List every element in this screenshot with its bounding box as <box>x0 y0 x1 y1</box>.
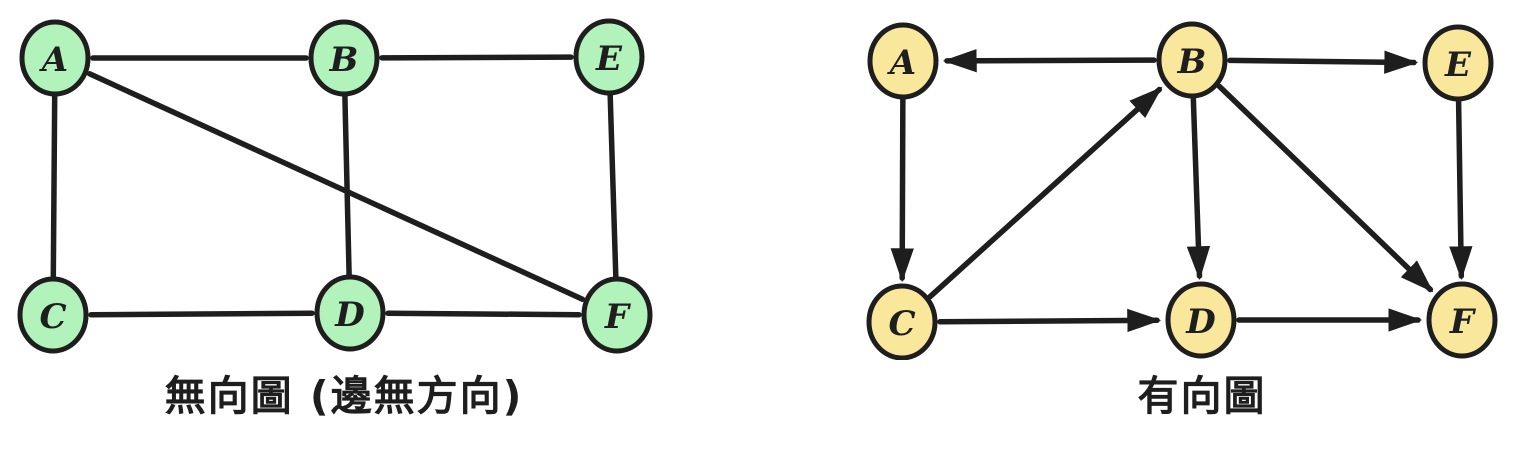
edge-C-D <box>937 308 1162 333</box>
node-C: C <box>17 276 89 354</box>
edge-C-B <box>927 86 1163 300</box>
node-label-D: D <box>334 295 365 335</box>
node-D: D <box>1165 281 1237 359</box>
node-label-A: A <box>39 40 68 80</box>
edge-C-D <box>88 310 315 318</box>
edge-B-A <box>942 49 1157 73</box>
edge-A-C <box>50 93 58 280</box>
edge-E-F <box>1449 98 1473 281</box>
node-label-E: E <box>1444 45 1472 85</box>
node-label-C: C <box>39 297 66 337</box>
edge-B-D <box>1186 95 1211 281</box>
edge-B-F <box>1216 83 1434 293</box>
node-C: C <box>866 283 938 360</box>
edge-B-E <box>1227 50 1419 74</box>
node-A: A <box>19 19 91 97</box>
node-label-B: B <box>1177 42 1207 82</box>
directed-graph: A B E C D F <box>866 21 1498 360</box>
node-D: D <box>314 274 386 352</box>
node-B: B <box>308 19 380 97</box>
node-label-D: D <box>1185 302 1216 342</box>
directed-graph-panel: A B E C D F 有向圖 <box>760 0 1517 458</box>
undirected-graph: A B E C D F <box>17 18 653 354</box>
node-label-F: F <box>1449 302 1477 342</box>
node-F: F <box>581 276 653 354</box>
node-E: E <box>573 18 645 96</box>
edge-A-C <box>890 96 914 283</box>
edge-E-F <box>607 92 619 280</box>
node-F: F <box>1426 281 1498 359</box>
node-label-F: F <box>604 297 632 337</box>
node-label-E: E <box>595 39 623 79</box>
node-E: E <box>1422 24 1494 102</box>
node-A: A <box>867 22 939 100</box>
edge-D-F <box>385 310 582 318</box>
node-B: B <box>1156 21 1228 99</box>
edge-A-F <box>86 71 586 302</box>
undirected-graph-panel: A B E C D F 無向圖 (邊無方向) <box>0 0 740 458</box>
undirected-graph-caption: 無向圖 (邊無方向) <box>164 372 524 420</box>
edge-B-E <box>379 54 574 61</box>
node-label-B: B <box>329 40 359 80</box>
edge-B-D <box>342 93 352 278</box>
directed-graph-caption: 有向圖 <box>1137 372 1267 420</box>
node-label-A: A <box>887 43 916 83</box>
node-label-C: C <box>888 304 915 344</box>
